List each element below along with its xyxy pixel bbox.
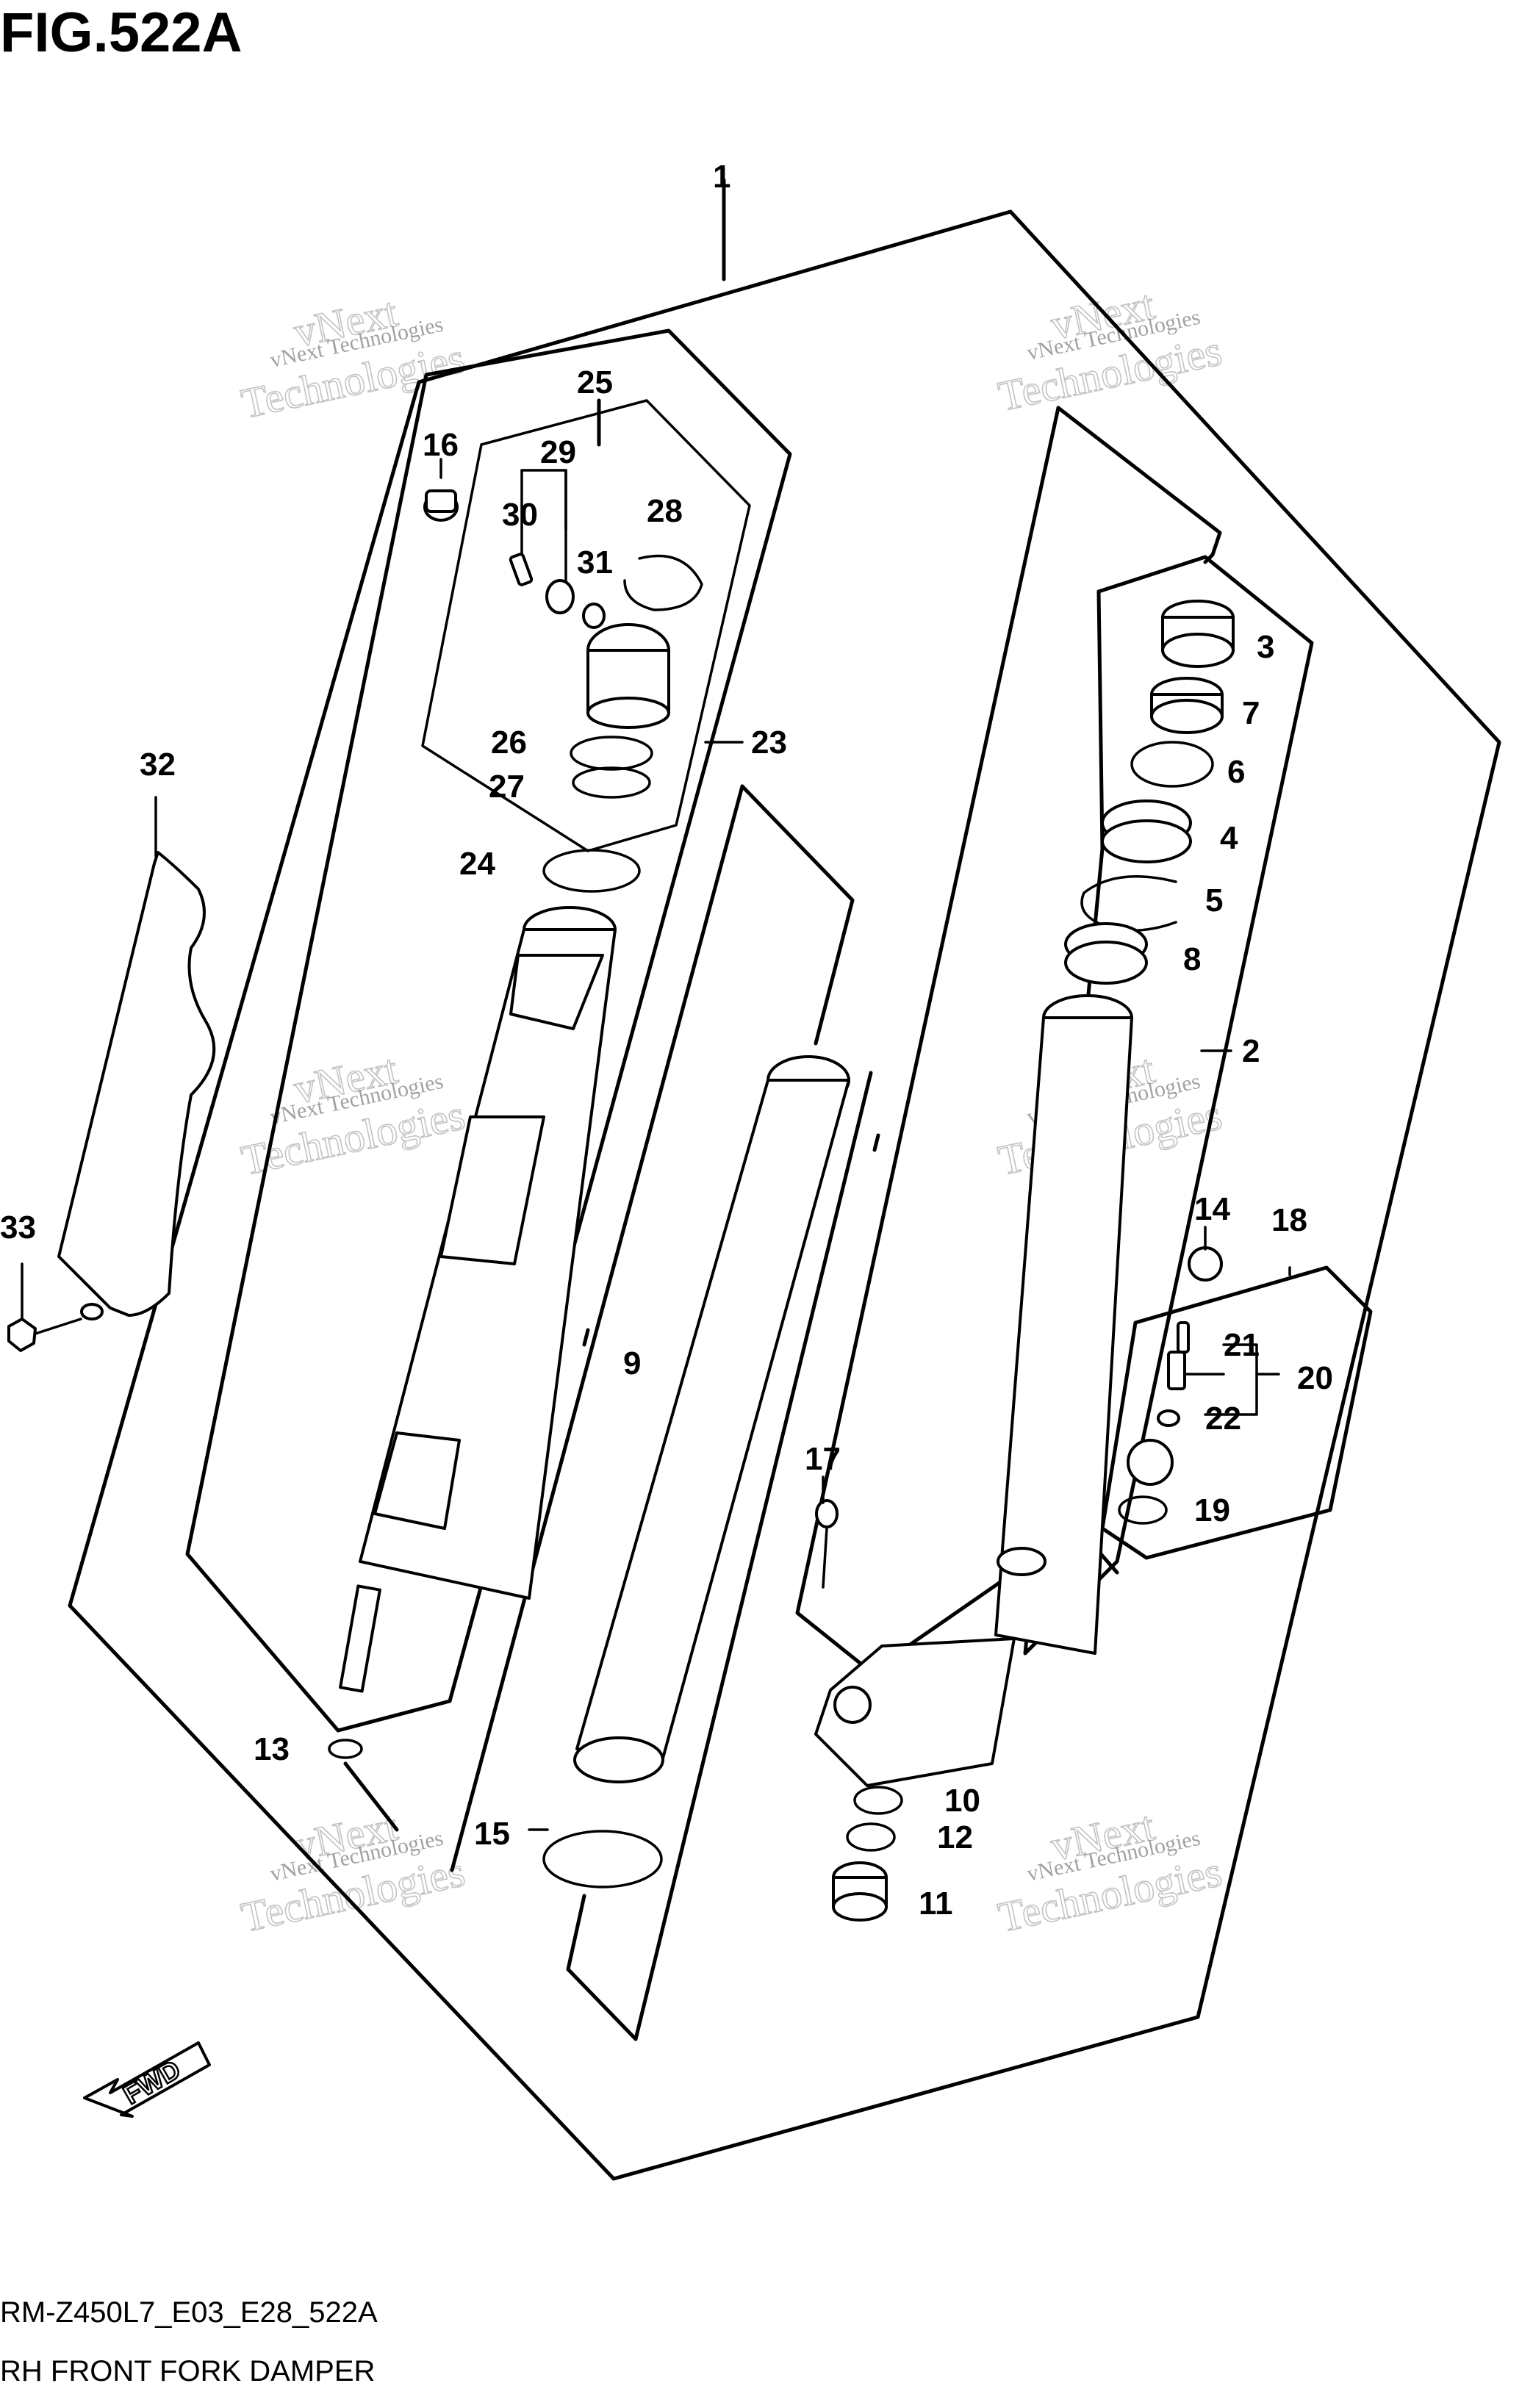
part-label: 18: [1271, 1202, 1307, 1238]
adjuster-parts: [1118, 1321, 1280, 1525]
damper-cartridge: [339, 906, 617, 1693]
outer-tube-frame: [740, 784, 855, 1046]
part-label: 22: [1205, 1401, 1241, 1437]
inner-tube-frame: [185, 328, 792, 1733]
dust-guard: [57, 851, 216, 1317]
part-label: 11: [919, 1886, 953, 1922]
part-label: 24: [459, 846, 495, 882]
outer-tube-frame-right: [1056, 406, 1222, 564]
part-label: 17: [805, 1441, 841, 1477]
part-label: 14: [1194, 1191, 1230, 1227]
part-label: 31: [577, 545, 613, 581]
part-label: 28: [647, 493, 683, 529]
part-16-cap: [423, 458, 459, 522]
part-label: 29: [540, 434, 576, 470]
part-label: 5: [1205, 883, 1223, 919]
leader-line: [872, 1133, 880, 1152]
outer-tube-9: [573, 1055, 850, 1783]
part-label: 4: [1220, 820, 1238, 856]
part-label: 27: [489, 769, 525, 805]
part-label: 21: [1224, 1327, 1260, 1363]
assembly-frame-outer: [68, 209, 1501, 2181]
part-label: 16: [423, 427, 459, 463]
part-14-17: [815, 1226, 1223, 1589]
outer-tube-frame: [450, 784, 744, 1872]
ring-24: [542, 849, 641, 893]
part-label: 8: [1183, 941, 1201, 977]
outer-tube-frame: [566, 1071, 873, 2041]
part-label: 7: [1242, 695, 1260, 731]
part-label: 9: [623, 1345, 641, 1381]
fwd-arrow-icon: FWD: [83, 2041, 211, 2118]
part-label: 12: [937, 1819, 973, 1855]
part-label: 2: [1242, 1033, 1260, 1069]
part-label: 23: [751, 725, 787, 761]
ring-15: [542, 1830, 663, 1888]
part-label: 20: [1297, 1360, 1333, 1396]
figure-caption: RH FRONT FORK DAMPER: [0, 2355, 375, 2387]
part-label: 13: [254, 1731, 290, 1767]
part-label: 3: [1257, 629, 1274, 665]
part-label: 6: [1227, 754, 1245, 790]
figure-code: RM-Z450L7_E03_E28_522A: [0, 2296, 378, 2329]
part-labels: 1 2 3 4 5 6 7 8 9 10 11 12 13 14 15 16 1…: [0, 159, 1333, 1922]
part-label: 19: [1194, 1492, 1230, 1528]
part-label: 26: [491, 725, 527, 761]
part-label: 25: [577, 364, 613, 400]
part-label: 1: [713, 159, 730, 195]
part-label: 33: [0, 1210, 36, 1246]
cap-parts: [509, 469, 703, 799]
oring-13: [328, 1739, 363, 1759]
adjuster-frame: [1100, 1265, 1373, 1560]
part-label: 15: [474, 1816, 510, 1852]
bolt-33: [7, 1262, 104, 1352]
seal-frame: [1023, 555, 1314, 1656]
outer-tube-frame-right: [795, 406, 1064, 1674]
leader-line: [343, 1761, 399, 1832]
outer-tube-2: [814, 994, 1133, 1787]
part-label: 32: [140, 747, 176, 783]
part-label: 10: [944, 1783, 980, 1819]
seal-stack: [1064, 600, 1235, 985]
figure-title: FIG.522A: [0, 1, 242, 64]
bottom-parts: [832, 1786, 903, 1922]
part-label: 30: [502, 497, 538, 533]
leader-line: [582, 1328, 590, 1347]
